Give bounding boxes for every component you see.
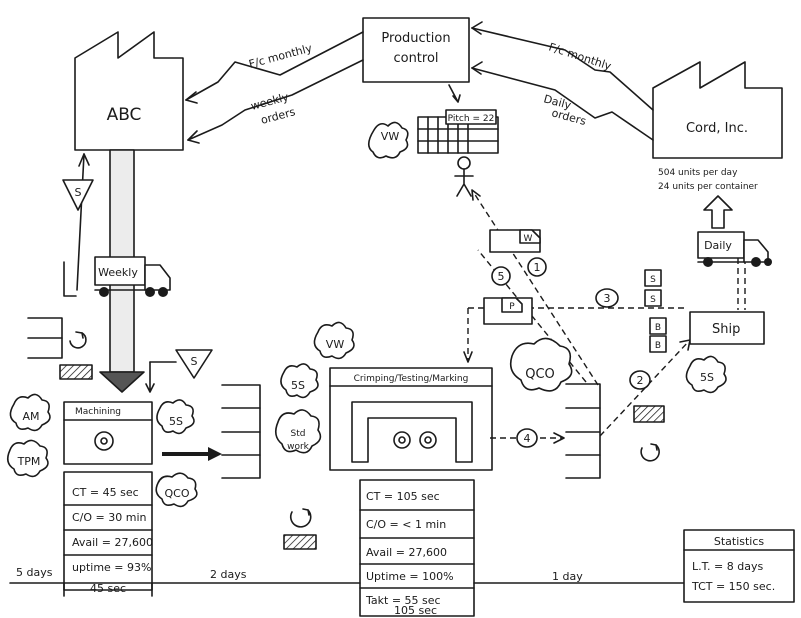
- svg-text:Weekly: Weekly: [98, 266, 138, 279]
- svg-text:Ship: Ship: [712, 322, 740, 337]
- svg-text:S: S: [650, 295, 656, 305]
- customer-demand-1: 504 units per day: [658, 168, 738, 178]
- machining-ct: CT = 45 sec: [72, 486, 139, 499]
- svg-text:W: W: [524, 234, 533, 244]
- qco-burst-right: QCO: [511, 338, 572, 390]
- crimping-title: Crimping/Testing/Marking: [354, 374, 469, 384]
- cord-monthly-label: F/c monthly: [547, 40, 613, 73]
- load-leveling-box: Pitch = 22: [418, 85, 498, 153]
- svg-text:VW: VW: [381, 130, 400, 143]
- production-control-line1: Production: [381, 31, 450, 46]
- svg-text:S: S: [191, 355, 198, 368]
- crimping-avail: Avail = 27,600: [366, 546, 447, 559]
- machining-process-box: Machining: [64, 402, 152, 464]
- crimping-data-box: CT = 105 sec C/O = < 1 min Avail = 27,60…: [360, 480, 474, 616]
- machining-uptime: uptime = 93%: [72, 561, 151, 574]
- machining-co: C/O = 30 min: [72, 511, 147, 524]
- svg-text:5: 5: [498, 270, 505, 283]
- machining-signal-kanban: S: [146, 350, 212, 392]
- machining-supermarket: [222, 385, 260, 478]
- statistics-box: Statistics L.T. = 8 days TCT = 150 sec.: [684, 530, 794, 602]
- crimping-process-box: Crimping/Testing/Marking: [330, 368, 492, 470]
- svg-text:VW: VW: [326, 338, 345, 351]
- production-control-box: Production control: [363, 18, 469, 82]
- crimping-ct: CT = 105 sec: [366, 490, 440, 503]
- ship-box: Ship: [690, 312, 764, 344]
- ship-rotate-icon: [634, 406, 664, 461]
- timeline-days-2: 2 days: [210, 568, 247, 581]
- svg-text:4: 4: [524, 432, 531, 445]
- abc-signal-kanban: S: [63, 154, 93, 290]
- svg-text:Std: Std: [291, 429, 306, 439]
- customer-name: Cord, Inc.: [686, 121, 748, 136]
- customer-factory-cord: Cord, Inc. 504 units per day 24 units pe…: [653, 62, 782, 192]
- daily-truck-icon: Daily: [698, 196, 772, 267]
- kaizen-burst-vw-top: VW: [369, 122, 408, 157]
- svg-text:5S: 5S: [700, 371, 714, 384]
- crimping-co: C/O = < 1 min: [366, 518, 446, 531]
- svg-text:S: S: [650, 275, 656, 285]
- svg-text:5S: 5S: [169, 415, 183, 428]
- production-control-line2: control: [393, 51, 438, 66]
- abc-info-flows: F/c monthly weekly orders: [186, 32, 363, 143]
- supplier-name: ABC: [107, 105, 142, 125]
- timeline-days-3: 1 day: [552, 570, 583, 583]
- abc-monthly-label: F/c monthly: [247, 41, 313, 70]
- svg-text:work: work: [287, 442, 310, 452]
- left-supermarket: [28, 262, 92, 379]
- finished-goods-supermarket: [566, 384, 600, 478]
- svg-text:AM: AM: [22, 410, 39, 423]
- timeline-days-1: 5 days: [16, 566, 53, 579]
- supplier-factory-abc: ABC: [75, 32, 183, 150]
- ship-kanbans: S S B B: [645, 270, 666, 352]
- svg-text:S: S: [75, 186, 82, 199]
- push-arrow: [162, 447, 222, 461]
- statistics-tct: TCT = 150 sec.: [691, 580, 775, 593]
- svg-text:TPM: TPM: [17, 455, 41, 468]
- mid-rotate-icon: [284, 509, 316, 549]
- operator-icon: [455, 157, 473, 196]
- svg-text:P: P: [509, 302, 515, 312]
- withdrawal-kanban: W: [490, 230, 540, 252]
- machining-avail: Avail = 27,600: [72, 536, 153, 549]
- svg-text:QCO: QCO: [525, 367, 555, 382]
- svg-text:2: 2: [637, 374, 644, 387]
- statistics-title: Statistics: [714, 535, 765, 548]
- crimping-uptime: Uptime = 100%: [366, 570, 454, 583]
- svg-text:QCO: QCO: [165, 487, 190, 500]
- customer-demand-2: 24 units per container: [658, 182, 758, 192]
- timeline-time-1: 45 sec: [90, 582, 126, 595]
- svg-text:B: B: [655, 323, 661, 333]
- svg-text:B: B: [655, 341, 661, 351]
- ship-burst: 5S: [686, 356, 726, 392]
- svg-text:1: 1: [534, 261, 541, 274]
- cord-info-flows: F/c monthly Daily orders: [472, 22, 653, 140]
- timeline-time-2: 105 sec: [394, 604, 437, 617]
- production-kanban: P: [484, 298, 532, 324]
- pitch-label: Pitch = 22: [448, 114, 495, 124]
- svg-text:Daily: Daily: [704, 239, 732, 252]
- svg-text:5S: 5S: [291, 379, 305, 392]
- statistics-lead-time: L.T. = 8 days: [692, 560, 763, 573]
- machining-title: Machining: [75, 407, 121, 417]
- svg-text:3: 3: [604, 292, 611, 305]
- machining-data-box: CT = 45 sec C/O = 30 min Avail = 27,600 …: [64, 472, 153, 590]
